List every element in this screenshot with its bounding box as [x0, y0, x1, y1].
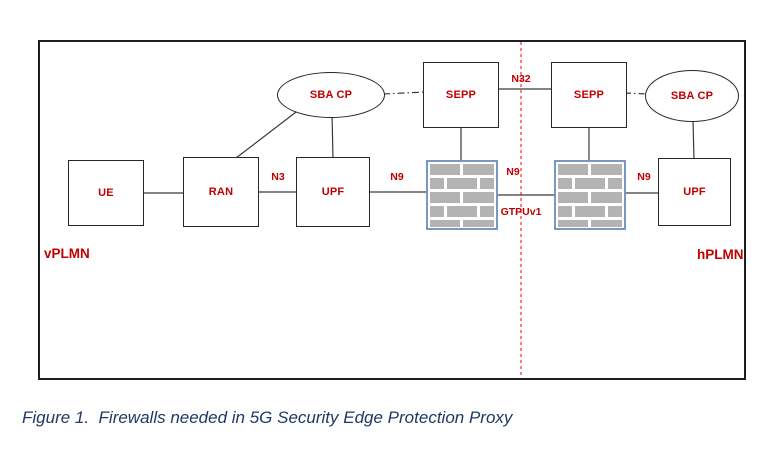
edge-label-n3: N3 [271, 171, 285, 183]
node-sba-cp-visited-label: SBA CP [309, 89, 353, 101]
node-sepp-home: SEPP [551, 62, 627, 128]
firewall-icon-home [554, 160, 626, 230]
firewall-icon-visited [426, 160, 498, 230]
firewall-icon [554, 160, 626, 230]
firewall-icon [426, 160, 498, 230]
region-label-vplmn: vPLMN [44, 246, 90, 261]
node-sepp-visited: SEPP [423, 62, 499, 128]
node-upf-visited-label: UPF [321, 186, 345, 198]
node-upf-home: UPF [658, 158, 731, 226]
node-ran-label: RAN [208, 186, 234, 198]
node-upf-visited: UPF [296, 157, 370, 227]
node-ue-label: UE [98, 187, 114, 199]
node-ue: UE [68, 160, 144, 226]
node-sepp-home-label: SEPP [573, 89, 605, 101]
node-ran: RAN [183, 157, 259, 227]
edge-label-n9-inter: N9 [506, 166, 520, 178]
edge-label-gtpuv1: GTPUv1 [500, 206, 542, 218]
node-upf-home-label: UPF [683, 186, 706, 198]
edge-label-n9-visited: N9 [390, 171, 404, 183]
edge-label-n32: N32 [511, 73, 531, 85]
node-sba-cp-home: SBA CP [645, 70, 739, 122]
node-sepp-visited-label: SEPP [445, 89, 477, 101]
region-label-hplmn: hPLMN [697, 247, 744, 262]
diagram-frame [38, 40, 746, 380]
figure-caption: Figure 1. Firewalls needed in 5G Securit… [22, 408, 513, 427]
node-sba-cp-home-label: SBA CP [670, 90, 714, 102]
edge-label-n9-home: N9 [637, 171, 651, 183]
node-sba-cp-visited: SBA CP [277, 72, 385, 118]
